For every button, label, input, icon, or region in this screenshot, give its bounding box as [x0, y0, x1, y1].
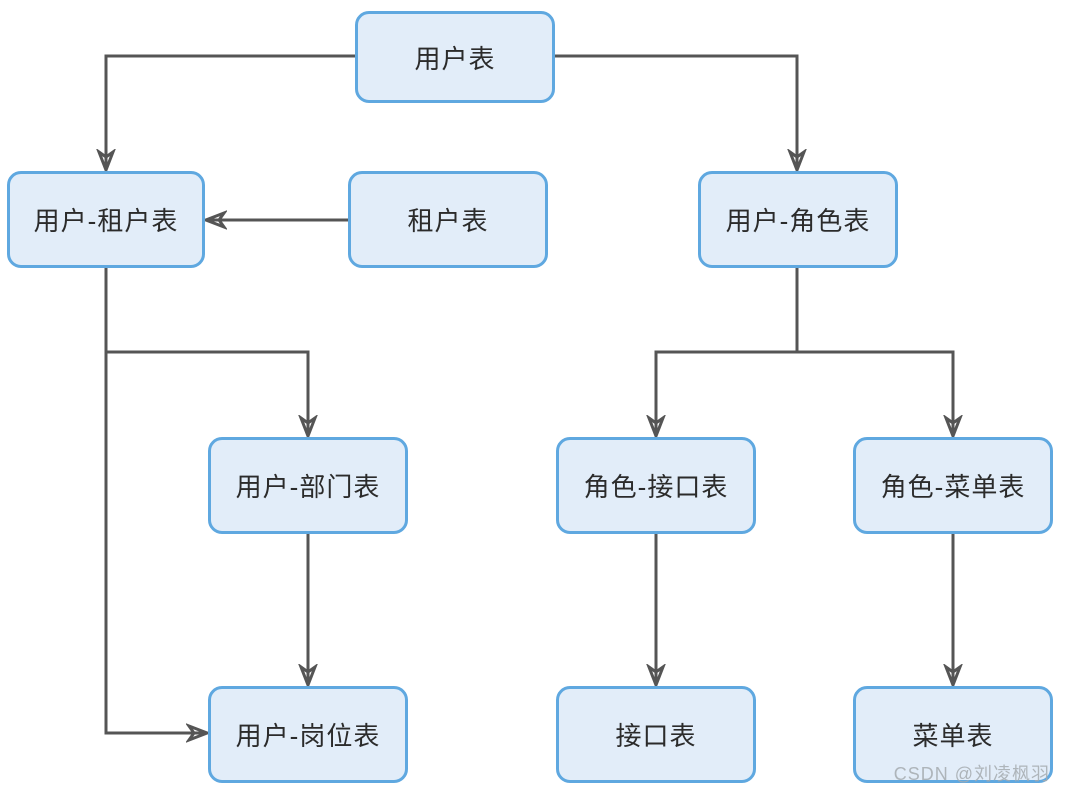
node-role-api-table: 角色-接口表: [556, 437, 756, 534]
node-user-dept-table: 用户-部门表: [208, 437, 408, 534]
node-tenant-table: 租户表: [348, 171, 548, 268]
node-user-table: 用户表: [355, 11, 555, 103]
watermark: CSDN @刘凌枫羽: [893, 764, 1050, 784]
node-api-table: 接口表: [556, 686, 756, 783]
node-menu-table: 菜单表: [853, 686, 1053, 783]
edge-user-to-user-role: [555, 54, 797, 169]
edge-user-to-user-tenant: [106, 54, 355, 169]
edge-user-tenant-to-user-dept: [104, 268, 308, 435]
node-user-tenant-table: 用户-租户表: [7, 171, 205, 268]
node-role-menu-table: 角色-菜单表: [853, 437, 1053, 534]
edge-user-role-to-role-api: [656, 350, 797, 435]
edge-user-tenant-to-user-post: [104, 268, 206, 733]
edge-user-role-to-role-menu: [797, 350, 953, 435]
node-user-post-table: 用户-岗位表: [208, 686, 408, 783]
node-user-role-table: 用户-角色表: [698, 171, 898, 268]
